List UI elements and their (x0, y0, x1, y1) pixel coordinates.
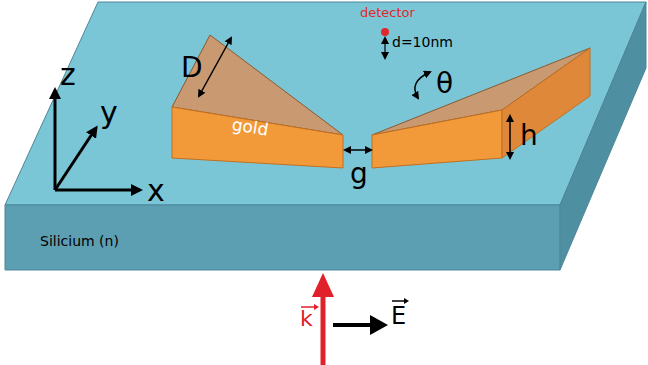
k-vector-head (314, 304, 319, 310)
distance-marker (384, 38, 385, 58)
gap-marker (345, 149, 371, 151)
axis-x (55, 189, 140, 192)
gap-label: g (350, 160, 368, 188)
e-arrow (333, 323, 372, 327)
substrate-front (5, 205, 560, 270)
axis-z (54, 90, 57, 190)
gold-left-front (172, 107, 343, 168)
k-arrow (321, 295, 326, 365)
angle-label: θ (436, 70, 453, 98)
axis-label: z (60, 60, 76, 90)
substrate-label: Silicium (n) (40, 234, 119, 248)
substrate-side (560, 2, 646, 270)
axis-label: y (100, 98, 118, 128)
dimension-label: D (181, 54, 203, 82)
axis-label: x (147, 176, 165, 206)
substrate-top (5, 2, 646, 205)
height-marker (509, 116, 511, 158)
height-label: h (520, 122, 538, 150)
e-arrow-head (370, 315, 388, 335)
axis-y (55, 128, 96, 190)
e-vector-mark (392, 300, 404, 302)
detector-label: detector (360, 6, 415, 19)
gold-right-end (502, 48, 590, 158)
gold-right-front (372, 110, 502, 168)
k-arrow-head (312, 273, 334, 297)
angle-arc (415, 72, 430, 98)
detector-dot (381, 28, 389, 36)
wavevector-label: k (300, 308, 313, 330)
distance-label: d=10nm (392, 35, 453, 49)
field-label: E (391, 304, 406, 328)
dimension-d (199, 38, 231, 96)
